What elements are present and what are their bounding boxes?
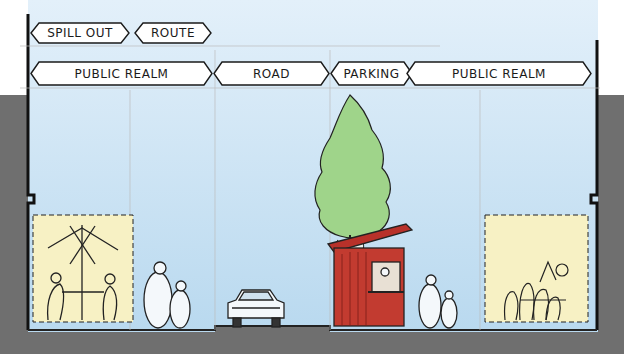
zone-label: ROAD	[253, 67, 290, 81]
zone-label: SPILL OUT	[47, 26, 113, 40]
banner-shape	[31, 23, 129, 43]
banner-shape	[331, 62, 412, 85]
banner-shape	[407, 62, 591, 85]
banner-shape	[31, 62, 212, 85]
zone-label: PUBLIC REALM	[75, 67, 169, 81]
label-banner: PUBLIC REALM	[406, 61, 592, 86]
zone-label: PUBLIC REALM	[452, 67, 546, 81]
banner-shape	[214, 62, 329, 85]
label-banner: PUBLIC REALM	[30, 61, 213, 86]
zone-label: PARKING	[343, 67, 399, 81]
banner-shape	[135, 23, 211, 43]
label-banner: SPILL OUT	[30, 22, 130, 44]
label-banner: ROAD	[213, 61, 330, 86]
zone-label: ROUTE	[151, 26, 195, 40]
label-banner: PARKING	[330, 61, 413, 86]
label-banner: ROUTE	[134, 22, 212, 44]
